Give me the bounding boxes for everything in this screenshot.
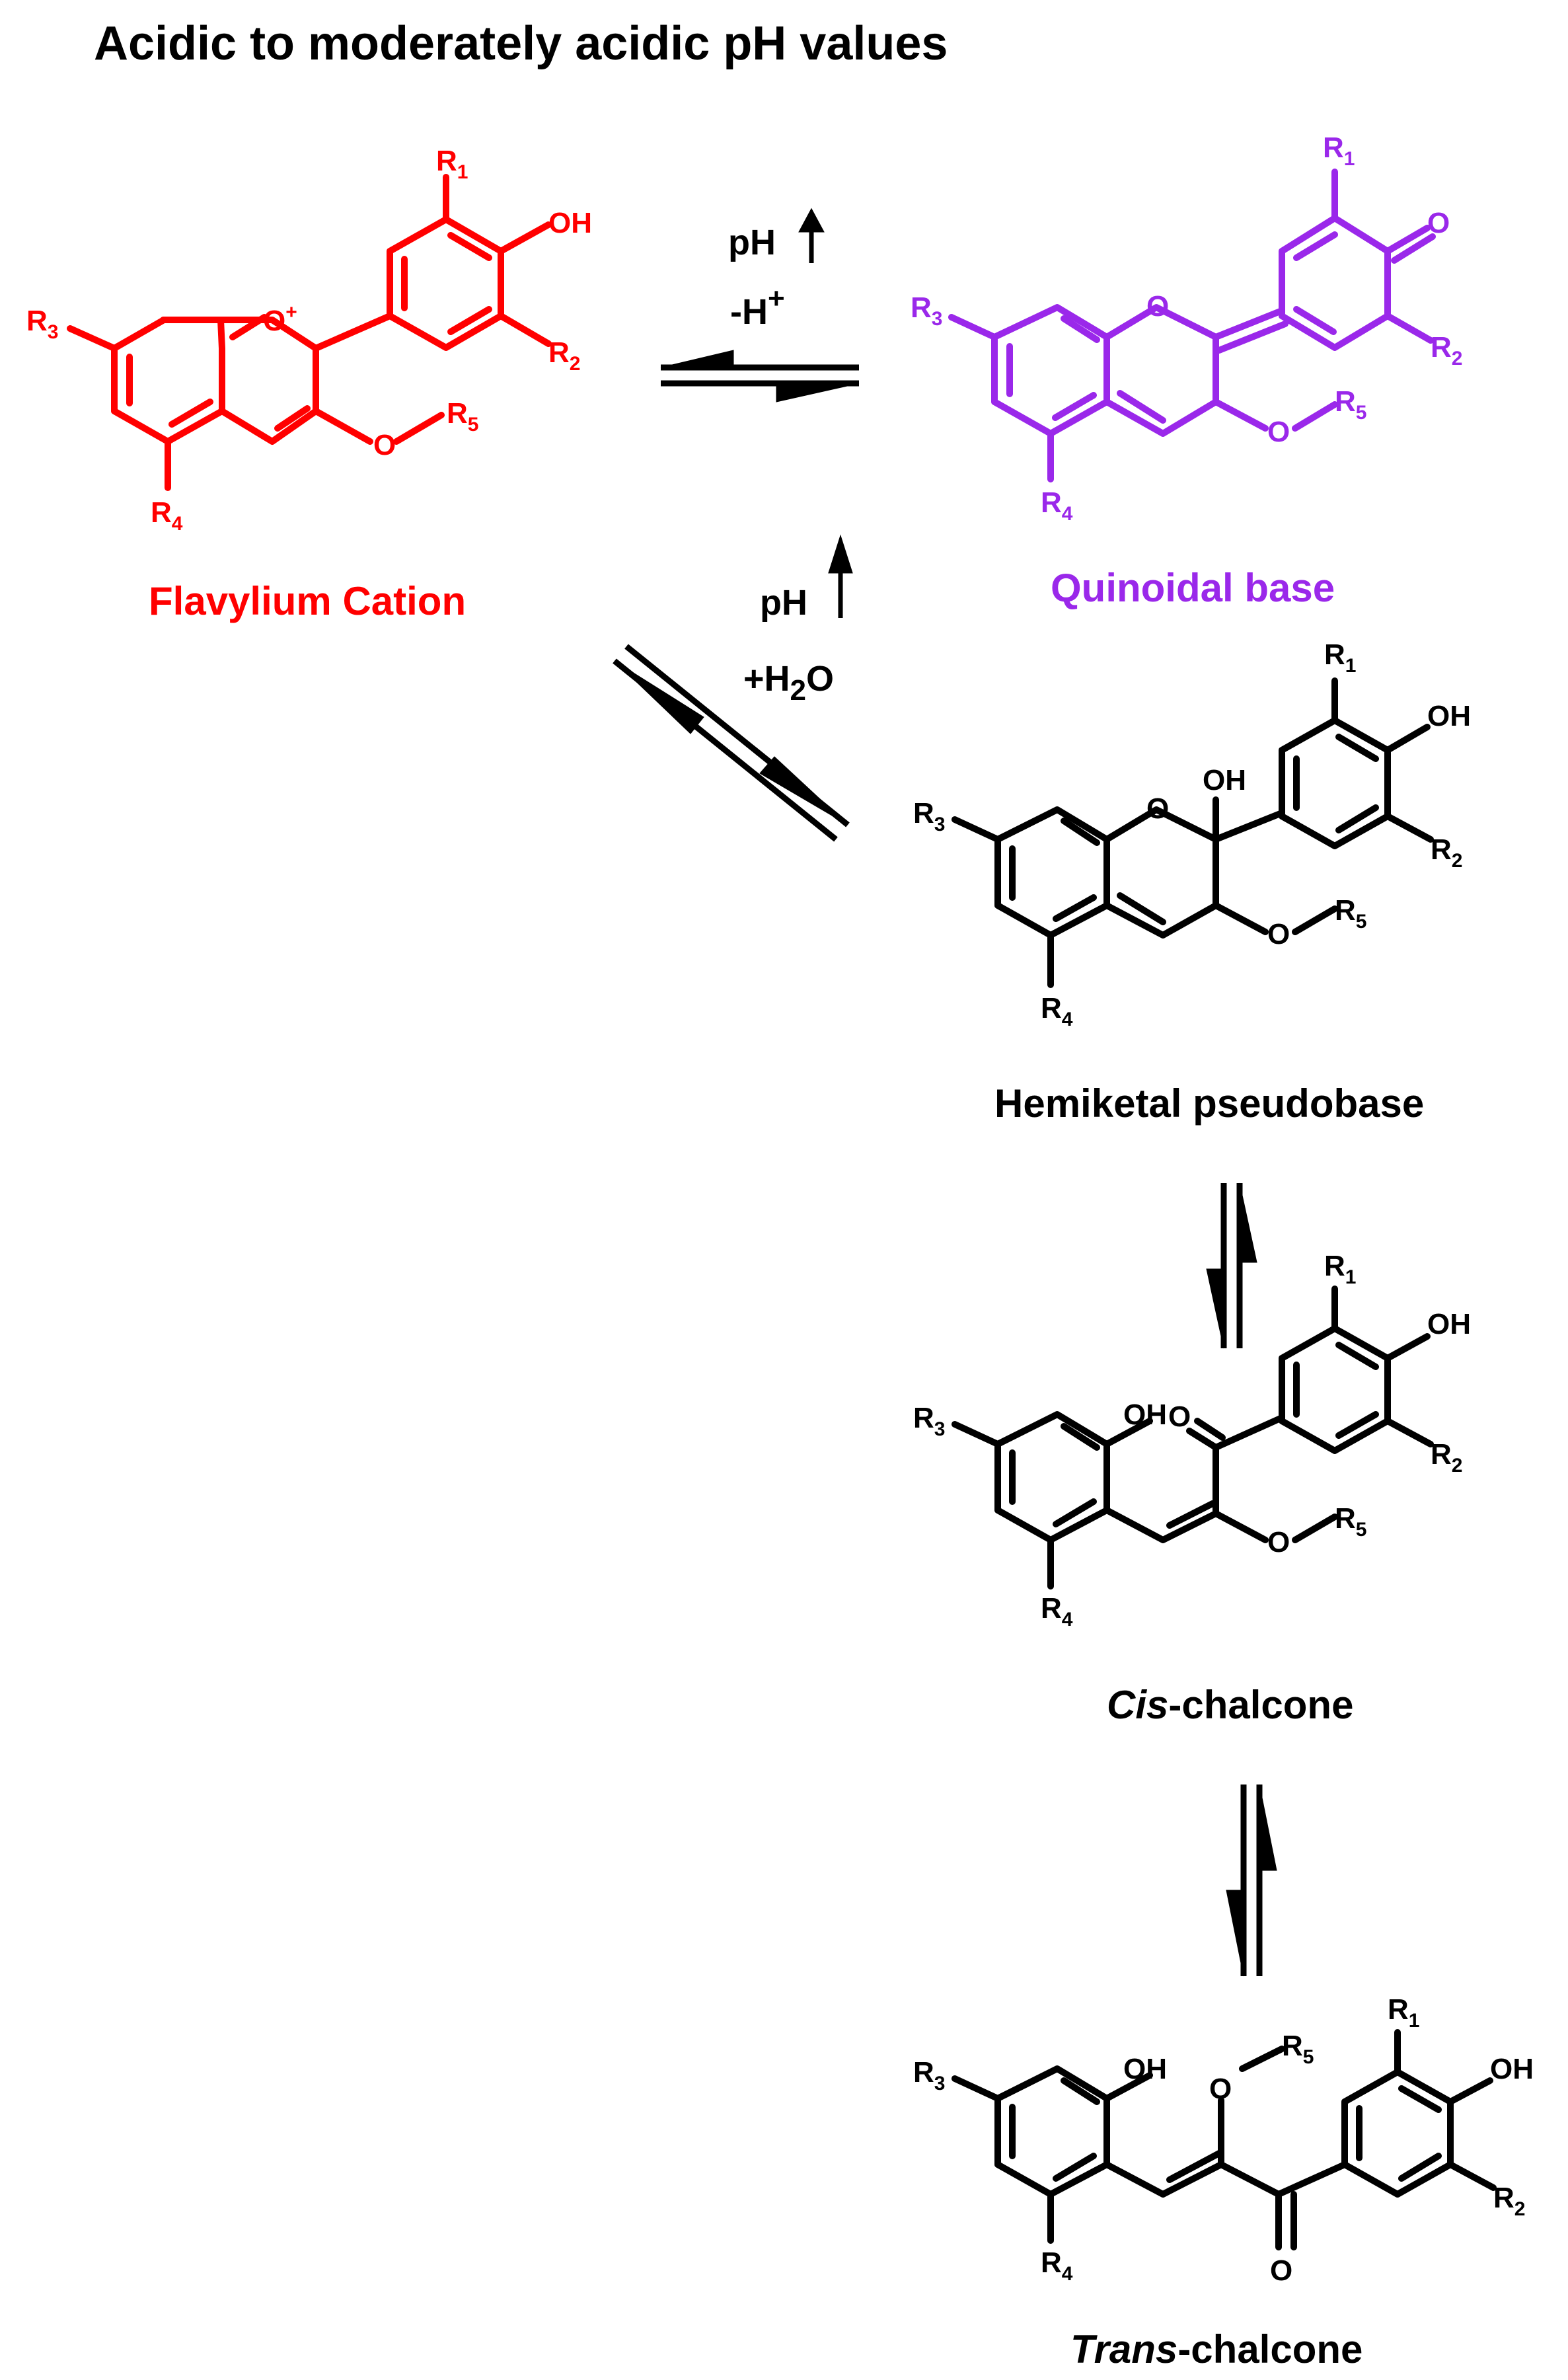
r5-label: R5 — [1335, 1502, 1366, 1541]
hydration-conditions: pH +H2O — [743, 534, 853, 707]
ph-up-arrow-icon — [828, 534, 853, 618]
deprotonation-conditions: pH -H+ — [728, 208, 825, 332]
o-label: O — [1267, 416, 1290, 448]
r2-label: R2 — [1431, 331, 1462, 369]
ph-up-arrow-icon — [798, 208, 825, 263]
trans-chalcone-name: Trans-chalcone — [1070, 2327, 1363, 2371]
o-ether-label: O — [1209, 2073, 1232, 2105]
page-title: Acidic to moderately acidic pH values — [94, 17, 948, 70]
o-label: O — [373, 429, 396, 461]
r5-label: R5 — [1335, 894, 1366, 933]
cis-chalcone-structure — [952, 1286, 1434, 1590]
r4-label: R4 — [151, 496, 183, 535]
r1-label: R1 — [436, 145, 468, 183]
o-label: O — [1427, 207, 1450, 239]
equilibrium-arrow-diagonal — [613, 644, 850, 842]
o-carbonyl-label: O — [1168, 1401, 1191, 1433]
oh-label: OH — [1123, 2053, 1167, 2085]
flavylium-cation-structure — [67, 174, 552, 491]
o-ring-label: O — [1146, 792, 1169, 825]
oh-label: OH — [1123, 1399, 1167, 1431]
r5-label: R5 — [447, 397, 478, 436]
o-ring-label: O — [1146, 290, 1169, 323]
r2-label: R2 — [548, 336, 580, 375]
plus-water-label: +H2O — [743, 659, 834, 707]
o-label: O — [1267, 918, 1290, 950]
equilibrium-arrow-vertical-1 — [1206, 1182, 1257, 1349]
r4-label: R4 — [1041, 1592, 1073, 1631]
equilibrium-arrow-horizontal — [660, 350, 860, 403]
ph-label: pH — [728, 223, 776, 262]
r3-label: R3 — [913, 797, 945, 835]
r3-label: R3 — [913, 2056, 945, 2094]
minus-h-label: -H+ — [730, 282, 785, 332]
o-label: O — [1267, 1526, 1290, 1558]
r1-label: R1 — [1324, 638, 1356, 677]
r2-label: R2 — [1493, 2182, 1525, 2220]
flavylium-cation-name: Flavylium Cation — [149, 579, 466, 623]
oh-label: OH — [1203, 764, 1246, 796]
trans-chalcone-labels: R1 OH R2 R3 R4 OH O O R5 — [913, 1993, 1534, 2287]
oh-label: OH — [1427, 1308, 1471, 1340]
r5-label: R5 — [1335, 385, 1366, 424]
cis-chalcone-name: Cis-chalcone — [1107, 1683, 1353, 1727]
ph-label: pH — [760, 583, 807, 623]
o-plus-label: O+ — [263, 301, 297, 337]
hemiketal-pseudobase-name: Hemiketal pseudobase — [994, 1081, 1424, 1126]
r3-label: R3 — [911, 291, 942, 330]
flavylium-labels: R1 OH R2 R3 R4 O R5 O+ — [26, 145, 592, 535]
hemiketal-labels: R1 OH R2 R3 R4 O OH O R5 — [913, 638, 1471, 1030]
r4-label: R4 — [1041, 992, 1073, 1030]
quinoidal-labels: R1 O R2 R3 R4 O O R5 — [911, 132, 1462, 525]
r1-label: R1 — [1324, 1250, 1356, 1288]
trans-chalcone-structure — [952, 2029, 1497, 2250]
hemiketal-structure — [952, 677, 1434, 988]
r3-label: R3 — [26, 305, 58, 343]
quinoidal-base-name: Quinoidal base — [1051, 566, 1335, 610]
equilibrium-arrow-vertical-2 — [1226, 1784, 1277, 1977]
oh-label: OH — [1490, 2053, 1534, 2085]
r3-label: R3 — [913, 1402, 945, 1440]
r1-label: R1 — [1388, 1993, 1419, 2032]
r4-label: R4 — [1041, 486, 1073, 525]
r4-label: R4 — [1041, 2246, 1073, 2285]
r2-label: R2 — [1431, 833, 1462, 872]
r5-label: R5 — [1282, 2030, 1314, 2068]
r1-label: R1 — [1323, 132, 1355, 170]
cis-chalcone-labels: R1 OH R2 R3 R4 OH O O R5 — [913, 1250, 1471, 1631]
oh-label: OH — [1427, 700, 1471, 732]
o-carbonyl-label: O — [1270, 2254, 1292, 2287]
r2-label: R2 — [1431, 1438, 1462, 1477]
oh-label: OH — [548, 207, 592, 239]
quinoidal-base-structure — [948, 169, 1436, 482]
